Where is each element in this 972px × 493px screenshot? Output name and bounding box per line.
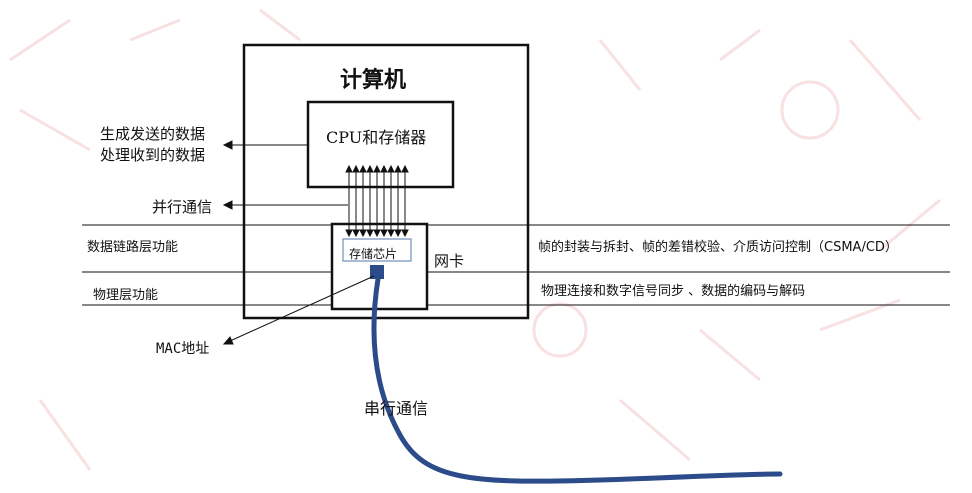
computer-box bbox=[242, 43, 530, 320]
parallel-bus bbox=[345, 164, 409, 238]
serial-label: 串行通信 bbox=[364, 399, 429, 418]
chip-label: 存储芯片 bbox=[349, 247, 398, 261]
mac-address-label: MAC地址 bbox=[156, 341, 210, 357]
serial-cable bbox=[371, 276, 783, 484]
arrow-parallel bbox=[222, 200, 348, 210]
generate-data-label: 生成发送的数据 处理收到的数据 bbox=[100, 124, 205, 166]
mac-port bbox=[370, 265, 384, 279]
computer-title: 计算机 bbox=[340, 68, 407, 93]
physical-layer-label: 物理层功能 bbox=[93, 288, 159, 303]
datalink-layer-label: 数据链路层功能 bbox=[87, 240, 179, 255]
generate-line-2: 处理收到的数据 bbox=[100, 146, 206, 164]
datalink-layer-description: 帧的封装与拆封、帧的差错校验、介质访问控制（CSMA/CD） bbox=[538, 240, 898, 255]
physical-layer-description: 物理连接和数字信号同步 、数据的编码与解码 bbox=[541, 284, 806, 299]
chip-box bbox=[342, 238, 412, 262]
arrow-mac bbox=[222, 275, 375, 345]
parallel-label: 并行通信 bbox=[152, 198, 213, 216]
nic-label: 网卡 bbox=[434, 252, 465, 270]
watermark bbox=[9, 8, 941, 471]
cpu-label: CPU和存储器 bbox=[326, 128, 427, 147]
arrow-generate bbox=[222, 140, 308, 150]
generate-line-1: 生成发送的数据 bbox=[100, 125, 206, 143]
